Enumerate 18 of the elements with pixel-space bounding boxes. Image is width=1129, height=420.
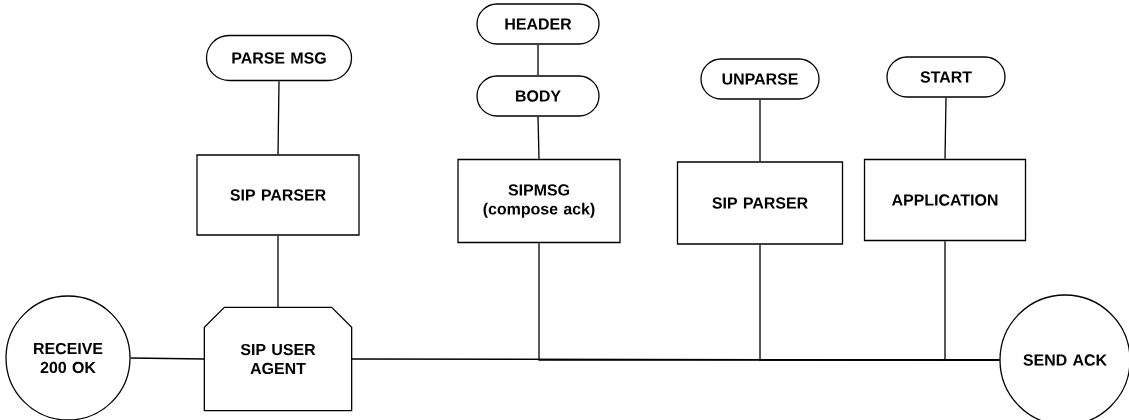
connector-line bbox=[944, 97, 947, 160]
process-box: SIP PARSER bbox=[196, 154, 360, 236]
connector-line bbox=[759, 99, 761, 162]
connector-line bbox=[277, 235, 279, 308]
rounded-terminal: HEADER bbox=[476, 3, 600, 45]
connector-line bbox=[537, 116, 540, 160]
connector-line bbox=[944, 240, 1000, 361]
agent-box: SIP USER AGENT bbox=[203, 306, 353, 412]
rounded-terminal: PARSE MSG bbox=[205, 34, 353, 82]
connector-line bbox=[537, 44, 539, 76]
rounded-terminal: BODY bbox=[476, 75, 600, 117]
process-box: SIPMSG (compose ack) bbox=[457, 158, 621, 244]
connector-line bbox=[277, 80, 280, 155]
rounded-terminal: START bbox=[886, 56, 1006, 98]
process-box: APPLICATION bbox=[863, 158, 1027, 242]
connector-line bbox=[130, 357, 205, 360]
process-box: SIP PARSER bbox=[676, 161, 844, 245]
rounded-terminal: UNPARSE bbox=[700, 58, 820, 100]
